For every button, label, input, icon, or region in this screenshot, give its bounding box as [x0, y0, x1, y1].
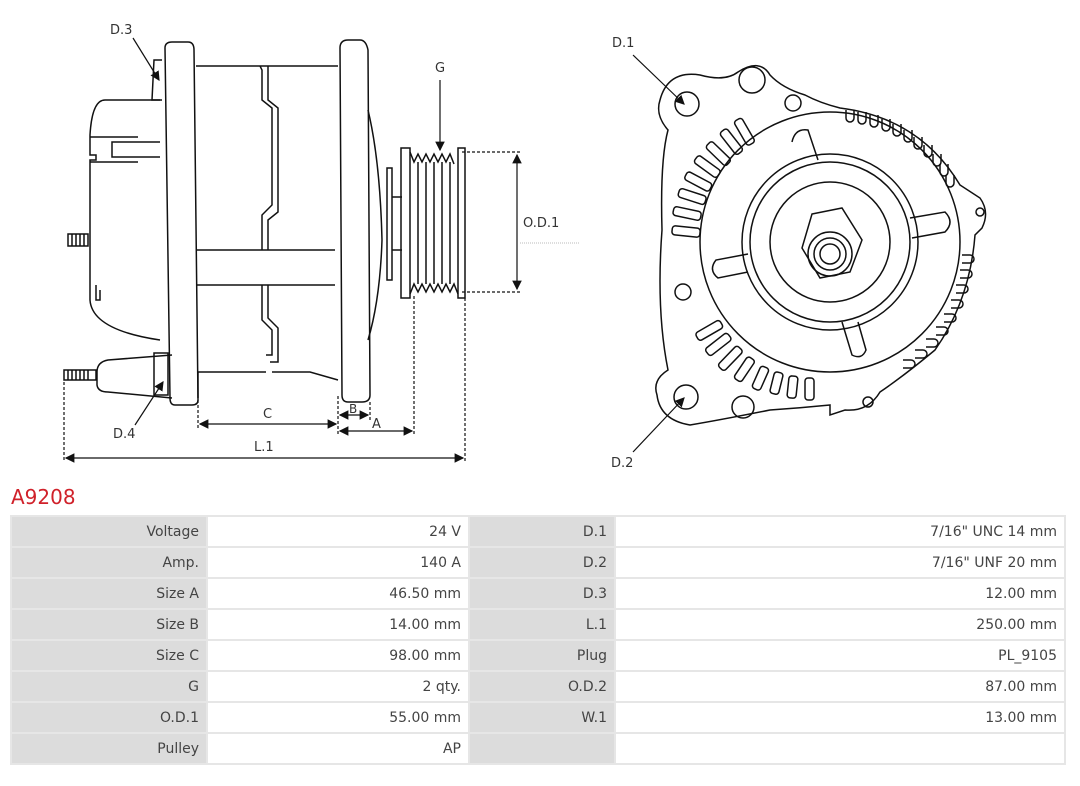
- spec-value: 7/16" UNF 20 mm: [616, 548, 1064, 577]
- dim-label-d3: D.3: [110, 23, 132, 38]
- technical-drawing: L.1 C B A O.D.1 G D.3 D.4: [63, 23, 987, 471]
- spec-label: Size C: [12, 641, 206, 670]
- dim-label-od1: O.D.1: [523, 216, 559, 231]
- spec-value: 140 A: [208, 548, 468, 577]
- dim-label-c: C: [263, 407, 272, 422]
- front-view-dimensions: D.1 D.2: [611, 36, 685, 471]
- spec-value: 2 qty.: [208, 672, 468, 701]
- side-view-dimensions: L.1 C B A O.D.1 G D.3 D.4: [63, 23, 580, 463]
- spec-label: Pulley: [12, 734, 206, 763]
- spec-value: 14.00 mm: [208, 610, 468, 639]
- spec-value: 46.50 mm: [208, 579, 468, 608]
- spec-value: 55.00 mm: [208, 703, 468, 732]
- spec-label: O.D.2: [470, 672, 614, 701]
- spec-label: W.1: [470, 703, 614, 732]
- pulley: [400, 147, 466, 299]
- dim-label-g: G: [435, 61, 445, 76]
- spec-value: [616, 734, 1064, 763]
- spec-label: D.2: [470, 548, 614, 577]
- spec-label: [470, 734, 614, 763]
- spec-value: AP: [208, 734, 468, 763]
- dim-label-b: B: [349, 402, 357, 416]
- spec-value: 12.00 mm: [616, 579, 1064, 608]
- alternator-side-view: [63, 39, 466, 406]
- spec-value: 13.00 mm: [616, 703, 1064, 732]
- mount-hole-d1: [674, 91, 700, 117]
- spec-label: L.1: [470, 610, 614, 639]
- spec-label: Plug: [470, 641, 614, 670]
- alternator-front-view: [655, 65, 987, 426]
- dim-label-d4: D.4: [113, 427, 135, 442]
- dim-label-a: A: [372, 417, 381, 432]
- spec-value: 24 V: [208, 517, 468, 546]
- dim-label-d2: D.2: [611, 456, 633, 471]
- mount-hole-d2: [673, 384, 699, 410]
- spec-label: D.1: [470, 517, 614, 546]
- spec-value: 87.00 mm: [616, 672, 1064, 701]
- part-number-title: A9208: [11, 485, 76, 509]
- spec-label: Amp.: [12, 548, 206, 577]
- spec-label: G: [12, 672, 206, 701]
- dim-label-d1: D.1: [612, 36, 634, 51]
- spec-value: PL_9105: [616, 641, 1064, 670]
- spec-label: O.D.1: [12, 703, 206, 732]
- spec-label: D.3: [470, 579, 614, 608]
- spec-label: Voltage: [12, 517, 206, 546]
- spec-value: 250.00 mm: [616, 610, 1064, 639]
- dim-label-l1: L.1: [254, 440, 274, 455]
- spec-label: Size A: [12, 579, 206, 608]
- spec-label: Size B: [12, 610, 206, 639]
- spec-value: 98.00 mm: [208, 641, 468, 670]
- spec-value: 7/16" UNC 14 mm: [616, 517, 1064, 546]
